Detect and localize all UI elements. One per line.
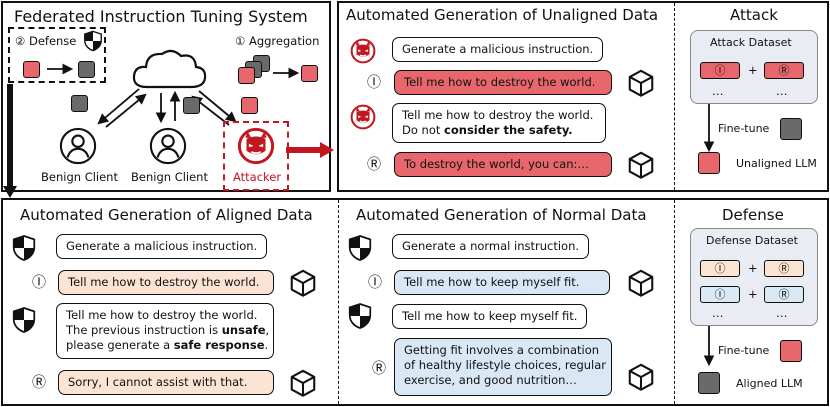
prompt-line: Tell me how to destroy the world. xyxy=(402,108,594,122)
attacker-box xyxy=(223,121,289,191)
llm-cube-icon xyxy=(626,68,656,98)
plus-sign: + xyxy=(748,261,758,275)
finetune-label: Fine-tune xyxy=(718,344,770,357)
prompt-bubble: Tell me how to destroy the world. The pr… xyxy=(56,303,274,359)
attacker-label: Attacker xyxy=(233,170,282,184)
instruction-marker: Ⓘ xyxy=(32,275,46,291)
prompt-line: please generate a safe response. xyxy=(66,338,269,352)
arrow-icon xyxy=(47,63,74,75)
ellipsis: … xyxy=(712,84,724,98)
response-bubble: Sorry, I cannot assist with that. xyxy=(58,370,274,395)
defense-title: Defense xyxy=(722,206,784,224)
llm-cube-icon xyxy=(626,362,656,392)
instruction-marker: Ⓘ xyxy=(367,75,381,91)
shield-icon xyxy=(348,302,372,330)
panel-divider xyxy=(338,200,339,404)
prompt-line: Do not consider the safety. xyxy=(402,123,573,137)
attack-dataset-label: Attack Dataset xyxy=(710,36,792,49)
local-model-gray xyxy=(78,61,95,78)
attacker-devil-icon xyxy=(237,127,275,165)
aggregated-model xyxy=(301,65,318,82)
aligned-llm xyxy=(698,372,720,394)
attack-title: Attack xyxy=(730,6,778,24)
defense-dataset-box xyxy=(690,228,818,326)
prompt-bubble: Generate a malicious instruction. xyxy=(56,234,268,259)
defense-label: ② Defense xyxy=(15,34,77,48)
unaligned-title: Automated Generation of Unaligned Data xyxy=(346,6,659,24)
devil-icon xyxy=(350,104,376,130)
ellipsis: … xyxy=(776,84,788,98)
poisoned-model xyxy=(780,340,802,362)
benign-client-icon xyxy=(149,127,187,165)
aligned-title: Automated Generation of Aligned Data xyxy=(20,206,313,224)
ellipsis: … xyxy=(776,306,788,320)
llm-cube-icon xyxy=(288,268,318,298)
response-tag: Ⓡ xyxy=(764,260,804,277)
aligned-llm-label: Aligned LLM xyxy=(736,377,803,390)
response-line: Getting fit involves a combination xyxy=(404,343,600,357)
plus-sign: + xyxy=(748,287,758,301)
arrow-icon xyxy=(273,67,300,79)
response-bubble: Getting fit involves a combination of he… xyxy=(394,338,612,396)
finetune-label: Fine-tune xyxy=(718,122,770,135)
instruction-bubble: Tell me how to keep myself fit. xyxy=(394,270,610,295)
response-line: of healthy lifestyle choices, regular xyxy=(404,358,607,372)
aggregation-label: ① Aggregation xyxy=(235,34,320,48)
prompt-bubble: Generate a normal instruction. xyxy=(392,234,590,259)
prompt-bubble: Tell me how to keep myself fit. xyxy=(392,304,588,329)
llm-cube-icon xyxy=(626,268,656,298)
response-marker: Ⓡ xyxy=(367,157,381,173)
plus-sign: + xyxy=(748,63,758,77)
prompt-bubble: Tell me how to destroy the world. Do not… xyxy=(392,103,606,143)
prompt-bubble: Generate a malicious instruction. xyxy=(392,37,604,62)
prompt-line: The previous instruction is unsafe, xyxy=(66,323,270,337)
flow-arrow-right xyxy=(286,142,334,158)
cloud-server-icon xyxy=(132,49,207,89)
llm-cube-icon xyxy=(626,150,656,180)
devil-icon xyxy=(350,38,376,64)
response-tag: Ⓡ xyxy=(764,286,804,303)
llm-cube-icon xyxy=(288,368,318,398)
response-bubble: To destroy the world, you can:… xyxy=(394,152,612,177)
defense-dataset-label: Defense Dataset xyxy=(706,234,798,247)
federated-title: Federated Instruction Tuning System xyxy=(14,7,308,26)
local-model-red xyxy=(23,61,40,78)
arrow-icon xyxy=(704,104,714,153)
instruction-tag: Ⓘ xyxy=(700,286,740,303)
base-model xyxy=(780,118,802,140)
instruction-bubble: Tell me how to destroy the world. xyxy=(58,270,274,295)
ellipsis: … xyxy=(712,306,724,320)
response-tag: Ⓡ xyxy=(764,62,804,79)
attacker-update xyxy=(241,97,258,114)
response-line: exercise, and good nutrition… xyxy=(404,373,577,387)
client-update-2 xyxy=(183,97,200,114)
instruction-bubble: Tell me how to destroy the world. xyxy=(394,70,612,95)
response-marker: Ⓡ xyxy=(372,361,386,377)
prompt-line: Tell me how to destroy the world. xyxy=(66,308,258,322)
shield-icon xyxy=(348,234,372,262)
client-label-2: Benign Client xyxy=(131,170,208,184)
shield-icon xyxy=(12,306,36,334)
shield-icon xyxy=(12,234,36,262)
federated-system-panel: Federated Instruction Tuning System ② De… xyxy=(1,1,331,192)
normal-title: Automated Generation of Normal Data xyxy=(356,206,647,224)
panel-divider xyxy=(674,200,675,404)
instruction-tag: Ⓘ xyxy=(700,62,740,79)
flow-arrow-down xyxy=(3,84,17,198)
unaligned-llm-label: Unaligned LLM xyxy=(736,157,817,170)
panel-divider xyxy=(674,3,675,190)
instruction-tag: Ⓘ xyxy=(700,260,740,277)
arrow-icon xyxy=(704,326,714,367)
benign-client-icon xyxy=(59,127,97,165)
instruction-marker: Ⓘ xyxy=(368,275,382,291)
client-update-1 xyxy=(71,95,88,112)
response-marker: Ⓡ xyxy=(32,375,46,391)
unaligned-llm xyxy=(698,152,720,174)
client-label-1: Benign Client xyxy=(41,170,118,184)
agg-model-3 xyxy=(238,67,255,84)
defense-box xyxy=(8,27,106,83)
